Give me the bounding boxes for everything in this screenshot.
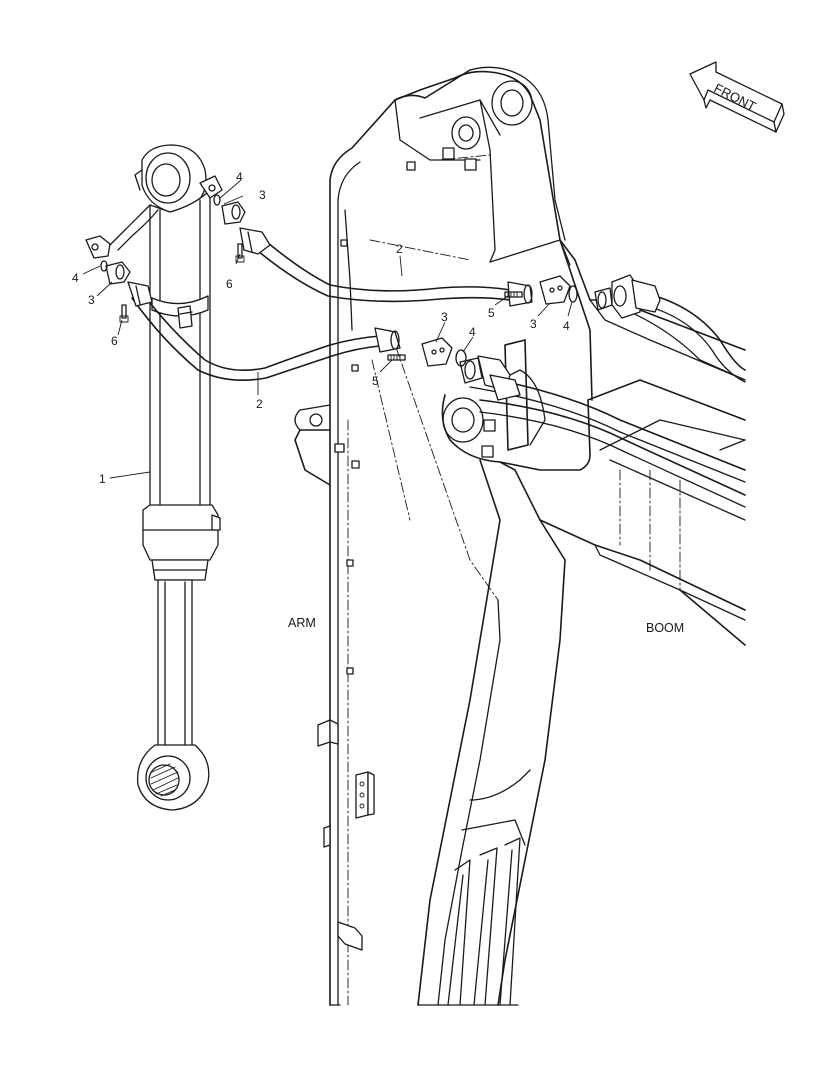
rod-bearing-hatch (150, 763, 179, 797)
flange-half-left-shape (105, 261, 131, 285)
callout-oring-mid: 4 (469, 325, 476, 339)
bolt-top-shape (237, 243, 243, 259)
callout-bolt-left: 6 (111, 334, 118, 348)
boom-label: BOOM (646, 621, 684, 635)
oring-left-shape (100, 260, 108, 272)
callout-flange-half-top: 3 (259, 188, 266, 202)
oring-mid-shape (455, 349, 467, 367)
flange-half-right-shape (539, 275, 571, 305)
hose-lower (127, 281, 401, 382)
callout-bolt-mid: 5 (372, 374, 379, 388)
flange-half-top-shape (221, 201, 246, 225)
oring-top-shape (213, 194, 221, 206)
leader-lines (82, 180, 573, 479)
bolt-left-shape (121, 304, 127, 319)
bolt-mid-shape (387, 354, 406, 361)
callout-oring-right: 4 (563, 319, 570, 333)
hydraulic-cylinder (134, 144, 223, 811)
callout-flange-half-mid: 3 (441, 310, 448, 324)
callout-labels: 1 2 2 3 3 3 3 4 4 4 4 5 5 6 6 (72, 170, 570, 486)
boom-pipes (459, 274, 746, 508)
callout-hose-lower: 2 (256, 397, 263, 411)
callout-flange-half-right: 3 (530, 317, 537, 331)
callout-oring-top: 4 (236, 170, 243, 184)
callout-flange-half-left: 3 (88, 293, 95, 307)
callout-cylinder: 1 (99, 472, 106, 486)
front-arrow: FRONT (689, 61, 785, 133)
bolt-right-shape (504, 291, 523, 298)
flange-half-mid-shape (421, 337, 453, 367)
callout-oring-left: 4 (72, 271, 79, 285)
arm-structure (294, 66, 593, 1006)
arm-label: ARM (288, 616, 316, 630)
callout-bolt-top: 6 (226, 277, 233, 291)
boom-structure (329, 239, 746, 1006)
fittings (85, 194, 578, 367)
hose-upper (239, 227, 533, 307)
callout-bolt-right: 5 (488, 306, 495, 320)
oring-right-shape (568, 285, 578, 303)
callout-hose-upper: 2 (396, 242, 403, 256)
thin-pipe (109, 204, 151, 246)
